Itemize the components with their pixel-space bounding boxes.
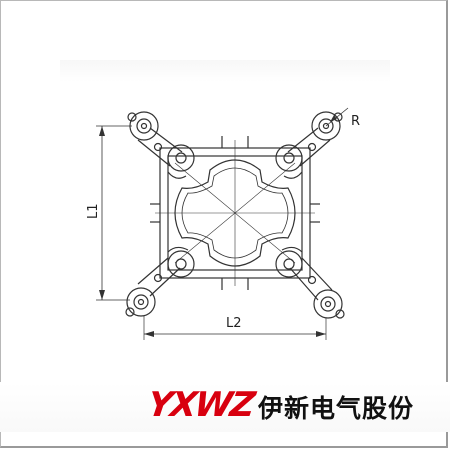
radius-label: R: [351, 114, 360, 129]
company-logo-mark: YXWZ: [145, 385, 256, 425]
center-cross-cutout: [174, 159, 296, 267]
dimension-l2-label: L2: [226, 316, 242, 331]
company-name: 伊新电气股份: [258, 394, 415, 423]
clamp-top-right: [311, 111, 341, 141]
radius-leader-line: [325, 107, 349, 127]
top-shade: [60, 60, 390, 82]
hinge-top-right: [275, 144, 303, 172]
arm-bottom-right: [275, 246, 345, 319]
hinge-bottom-left: [167, 250, 195, 278]
clamp-bottom-right: [313, 289, 343, 319]
clamp-bottom-left: [126, 287, 156, 317]
arm-top-right: [275, 111, 343, 179]
hinge-bottom-right: [275, 250, 303, 278]
arm-bottom-left: [125, 246, 195, 317]
hinge-top-left: [167, 144, 195, 172]
logo-band: [0, 382, 450, 432]
clamp-top-left: [129, 111, 159, 141]
dimension-l1-label: L1: [86, 203, 101, 219]
arm-top-left: [127, 111, 195, 179]
